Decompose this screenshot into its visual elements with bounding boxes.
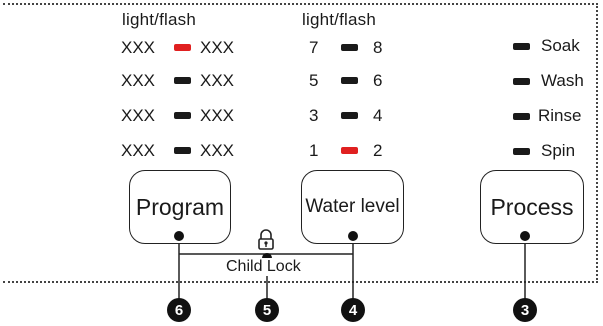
program-row-1-right: XXX [200, 38, 235, 57]
callout-4: 4 [341, 298, 365, 322]
water-row-3-led [341, 112, 358, 119]
program-row-4-left: XXX [121, 141, 156, 160]
program-button-dot [174, 231, 184, 241]
program-row-2-right: XXX [200, 71, 235, 90]
process-spin-led [513, 148, 530, 155]
water-level-header: light/flash [302, 10, 377, 29]
water-row-1-right: 8 [373, 38, 383, 57]
water-level-button-dot [348, 231, 358, 241]
program-row-3-left: XXX [121, 106, 156, 125]
program-row-2-left: XXX [121, 71, 156, 90]
process-wash-label: Wash [541, 71, 584, 90]
water-level-button[interactable]: Water level [301, 170, 404, 244]
callout-6: 6 [167, 298, 191, 322]
water-row-2-led [341, 77, 358, 84]
lock-icon [258, 229, 274, 250]
program-row-1-led [174, 44, 191, 51]
process-soak-led [513, 43, 530, 50]
panel-border [3, 3, 598, 283]
process-button-dot [520, 231, 530, 241]
process-rinse-led [513, 113, 530, 120]
program-row-3-right: XXX [200, 106, 235, 125]
child-lock-label: Child Lock [224, 258, 303, 276]
program-header: light/flash [122, 10, 197, 29]
program-row-1-left: XXX [121, 38, 156, 57]
water-row-3-right: 4 [373, 106, 383, 125]
water-level-button-label: Water level [305, 196, 400, 217]
callout-3: 3 [513, 298, 537, 322]
water-row-1-led [341, 44, 358, 51]
process-button[interactable]: Process [480, 170, 584, 244]
process-rinse-label: Rinse [538, 106, 582, 125]
water-row-4-right: 2 [373, 141, 383, 160]
process-spin-label: Spin [541, 141, 576, 160]
water-row-3-left: 3 [309, 106, 319, 125]
process-button-label: Process [490, 193, 574, 220]
program-row-2-led [174, 77, 191, 84]
callout-5: 5 [255, 298, 279, 322]
water-row-2-right: 6 [373, 71, 383, 90]
program-button-label: Program [135, 193, 225, 220]
program-row-3-led [174, 112, 191, 119]
program-row-4-right: XXX [200, 141, 235, 160]
program-row-4-led [174, 147, 191, 154]
water-row-1-left: 7 [309, 38, 319, 57]
process-soak-label: Soak [541, 36, 580, 55]
water-row-4-led [341, 147, 358, 154]
process-wash-led [513, 78, 530, 85]
water-row-4-left: 1 [309, 141, 319, 160]
water-row-2-left: 5 [309, 71, 319, 90]
